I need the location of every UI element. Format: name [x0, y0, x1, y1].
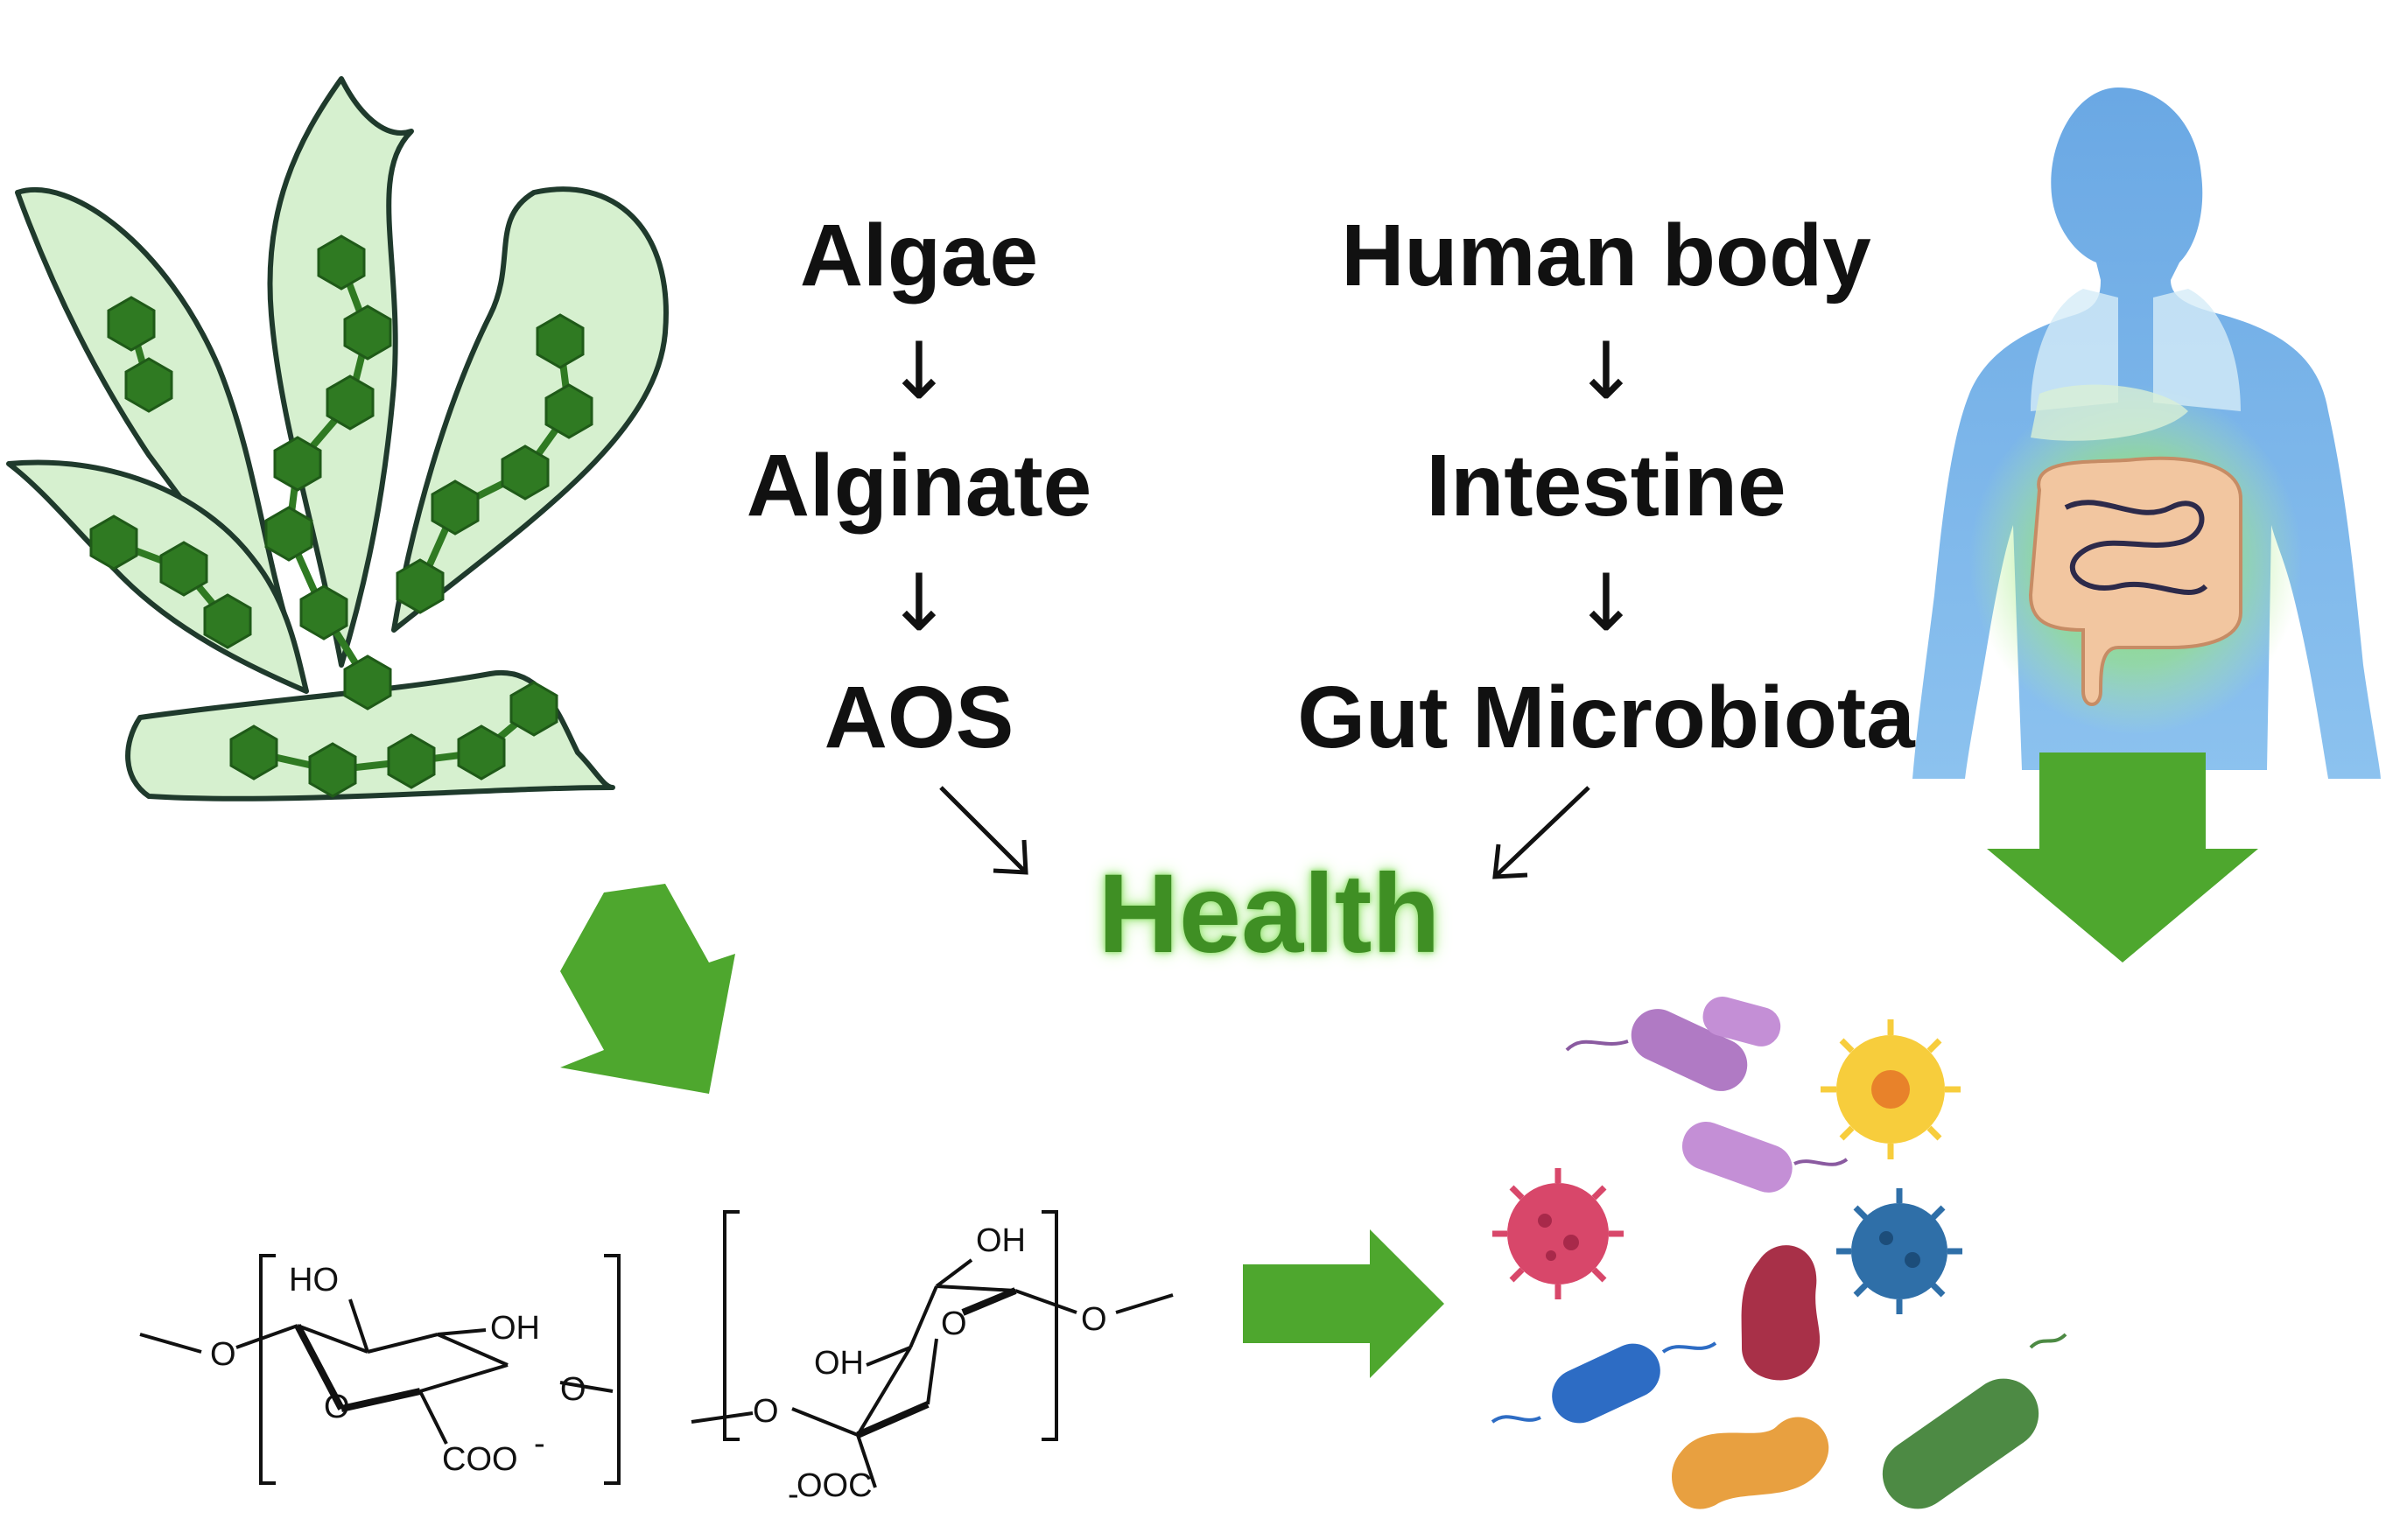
label-ho: HO [289, 1262, 339, 1298]
hexagon-unit [536, 313, 585, 369]
hexagon-unit [159, 541, 208, 597]
microbes-cluster [1491, 997, 2067, 1509]
hexagon-unit [264, 506, 313, 562]
purple-bacteria-icon [1565, 997, 1849, 1193]
left-step-algae: Algae [799, 206, 1039, 304]
bracket-right-2 [1042, 1210, 1058, 1441]
bracket-left-2 [723, 1210, 740, 1441]
bracket-right-1 [604, 1254, 621, 1485]
left-arrow-1: ↓ [886, 326, 952, 417]
blue-rod-bacteria-icon [1491, 1341, 1717, 1424]
hexagon-unit [509, 681, 558, 737]
hexagon-unit [457, 724, 506, 780]
seaweed-illustration [6, 76, 669, 802]
label-o-link-4: O [1081, 1301, 1107, 1338]
right-step-human-body: Human body [1341, 206, 1871, 304]
health-outcome: Health [1098, 851, 1441, 976]
hexagon-unit [396, 558, 445, 614]
hexagon-unit [203, 593, 252, 649]
hexagon-unit [544, 383, 593, 439]
right-arrow-1: ↓ [1573, 326, 1639, 417]
seaweed-blade-2 [267, 76, 414, 668]
hexagon-unit [107, 296, 156, 352]
structure-labels: HO OH O O O COO - OH OH O O O - OOC [210, 1222, 1107, 1513]
hexagon-unit [501, 444, 550, 500]
human-body-illustration [1912, 88, 2381, 779]
label-oh-3: OH [814, 1345, 864, 1382]
arrow-body-down [1987, 752, 2258, 962]
alginate-structure [139, 1210, 1174, 1488]
hexagon-unit [387, 733, 436, 789]
blue-virus-icon [1836, 1188, 1962, 1314]
arrow-aos-to-health [939, 786, 1026, 872]
left-arrow-2: ↓ [886, 557, 952, 649]
right-step-intestine: Intestine [1426, 437, 1786, 535]
label-oh-2: OH [976, 1222, 1026, 1259]
hexagon-unit [273, 436, 322, 492]
hexagon-unit [89, 514, 138, 570]
intestine [2028, 456, 2242, 706]
hexagon-unit [326, 374, 375, 430]
liver [2031, 384, 2188, 441]
label-o-link-3: O [753, 1393, 779, 1430]
arrow-seaweed-to-structure [560, 884, 735, 1094]
hexagon-unit [431, 480, 480, 536]
label-ooc: OOC [796, 1467, 873, 1504]
arrowhead-aos [993, 839, 1028, 875]
small-intestine-coils [2064, 500, 2208, 596]
label-coo: COO [442, 1441, 518, 1478]
label-o-link-2: O [560, 1371, 586, 1408]
label-minus-1: - [534, 1425, 545, 1462]
orange-bacteria-icon [1671, 1417, 1829, 1509]
hexagon-unit [124, 357, 173, 413]
bracket-left-1 [259, 1254, 276, 1485]
hexagon-unit [299, 584, 348, 640]
label-oh-1: OH [490, 1310, 540, 1347]
hexagon-unit [343, 304, 392, 360]
label-o-ring-1: O [324, 1389, 350, 1425]
left-step-aos: AOS [824, 668, 1014, 766]
label-o-ring-2: O [941, 1306, 967, 1342]
green-rod-bacteria-icon [1882, 1333, 2067, 1509]
label-minus-2: - [788, 1476, 799, 1513]
seaweed-hexagon-chains [89, 234, 593, 798]
arrow-microbiota-to-health [1495, 786, 1590, 877]
label-o-link-1: O [210, 1336, 236, 1373]
hexagon-unit [308, 742, 357, 798]
right-step-gut-microbiota: Gut Microbiota [1297, 668, 1915, 766]
arrow-structure-to-microbes [1243, 1229, 1444, 1378]
hexagon-unit [229, 724, 278, 780]
green-arrows [560, 752, 2258, 1378]
hexagon-unit [343, 654, 392, 710]
lungs [2031, 289, 2241, 411]
arrowhead-microbiota [1492, 844, 1528, 879]
red-virus-icon [1492, 1168, 1624, 1299]
seaweed-blade-3 [391, 186, 669, 633]
yellow-virus-icon [1821, 1019, 1961, 1159]
health-connectors [939, 786, 1590, 879]
right-arrow-2: ↓ [1573, 557, 1639, 649]
hexagon-unit [317, 234, 366, 290]
seaweed-blade-4 [6, 459, 309, 694]
left-step-alginate: Alginate [746, 437, 1092, 535]
crimson-bacteria-icon [1741, 1245, 1821, 1381]
